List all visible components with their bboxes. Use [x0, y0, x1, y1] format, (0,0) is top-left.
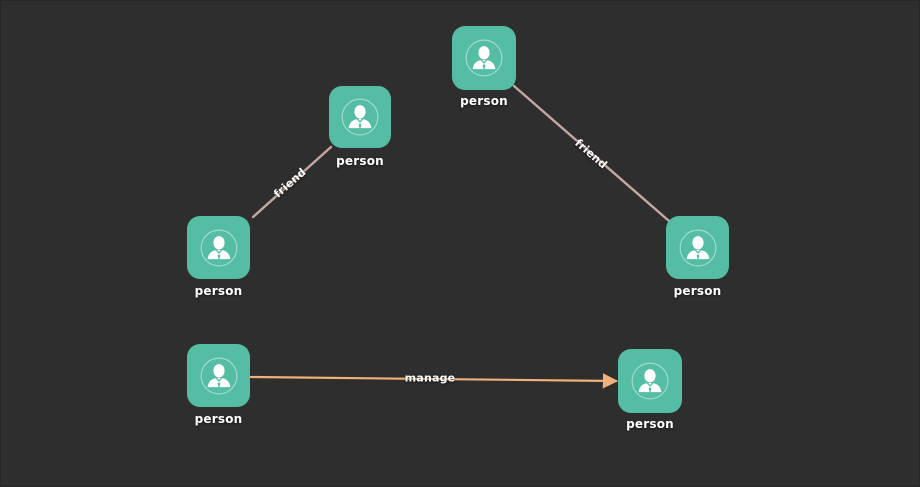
- graph-node-label: person: [194, 284, 243, 298]
- graph-node-person[interactable]: person: [666, 216, 729, 298]
- graph-node-label: person: [626, 417, 674, 431]
- graph-node-person[interactable]: person: [187, 344, 250, 426]
- graph-node-person[interactable]: person: [329, 86, 391, 168]
- person-avatar-icon: [465, 39, 503, 77]
- person-avatar-icon: [679, 229, 716, 266]
- graph-node-label: person: [673, 284, 722, 298]
- graph-edge-friend[interactable]: [251, 145, 333, 219]
- graph-node-person[interactable]: person: [452, 26, 516, 108]
- person-avatar-icon: [341, 98, 379, 136]
- graph-node-person[interactable]: person: [618, 349, 682, 431]
- graph-node-label: person: [460, 94, 508, 108]
- person-avatar-icon: [631, 362, 669, 400]
- graph-edge-manage[interactable]: [249, 373, 619, 389]
- graph-node-person[interactable]: person: [187, 216, 250, 298]
- graph-node-label: person: [336, 154, 384, 168]
- person-avatar-icon: [200, 229, 237, 266]
- graph-edge-friend[interactable]: [512, 84, 671, 223]
- graph-node-label: person: [194, 412, 243, 426]
- person-avatar-icon: [200, 357, 237, 394]
- graph-edge-label-manage[interactable]: manage: [404, 371, 456, 385]
